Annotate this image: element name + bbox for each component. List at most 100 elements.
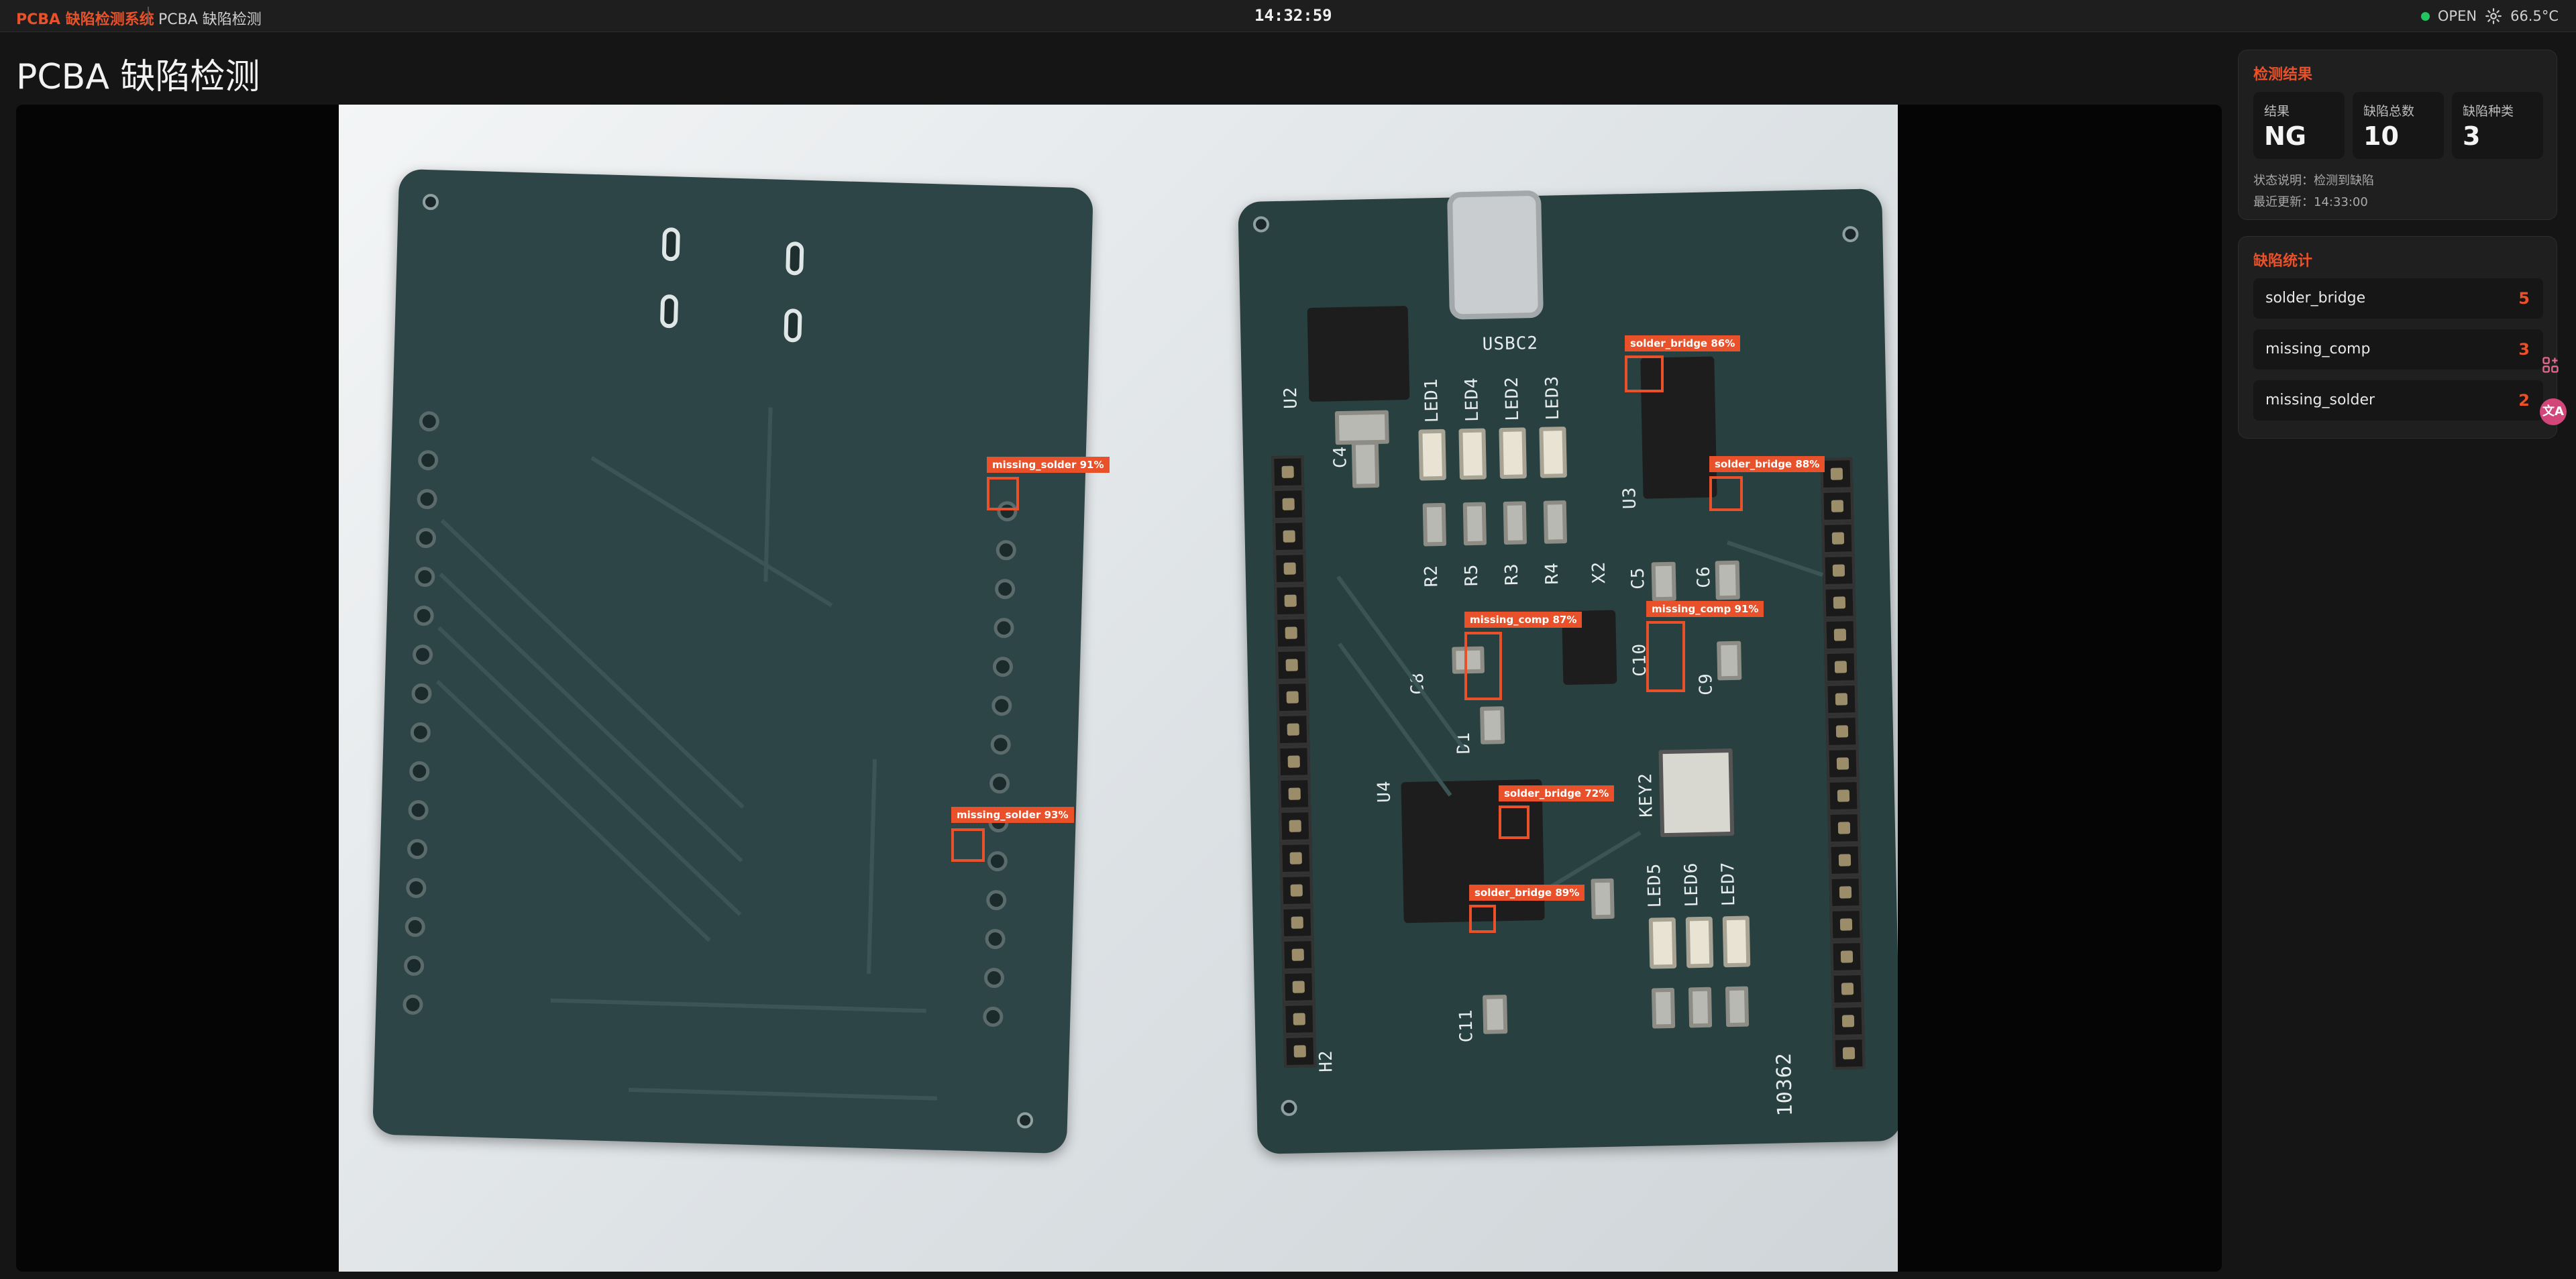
detection-box[interactable] [1464,632,1502,700]
resistor-r4 [1543,500,1567,544]
stats-panel: 缺陷统计 solder_bridge 5 missing_comp 3 miss… [2238,236,2557,439]
solder-pad [405,877,427,899]
solder-pad [994,578,1016,600]
header-pin [1828,843,1862,877]
detection-label[interactable]: missing_solder 91% [987,457,1110,473]
led5 [1648,917,1677,969]
solder-pad [417,449,439,471]
header-pin [1275,616,1308,650]
usb-slot [659,294,679,329]
header-pin [1281,938,1315,972]
apps-icon[interactable] [2541,355,2560,374]
solder-pad [982,1006,1004,1027]
solder-pad [991,695,1012,716]
app-brand[interactable]: PCBA 缺陷检测系统 [16,11,154,28]
led7 [1722,915,1751,968]
result-panel: 检测结果 结果 NG 缺陷总数 10 缺陷种类 3 状态说明：检测到缺陷 最近更… [2238,50,2557,220]
pcb-board-front: USBC2 U2 C4 H2 [1238,188,1898,1154]
silk-led4: LED4 [1461,377,1483,423]
stat-name: missing_solder [2265,392,2375,408]
detection-label[interactable]: missing_solder 93% [951,807,1074,823]
silk-serial: 10362 [1772,1052,1797,1117]
solder-pad [402,994,423,1015]
header-pin [1822,554,1856,588]
metric-result-value: NG [2264,121,2306,151]
solder-pad [414,566,435,588]
detection-label[interactable]: solder_bridge 88% [1709,456,1825,472]
breadcrumb-separator [148,7,149,24]
stat-name: missing_comp [2265,341,2371,357]
detection-box[interactable] [1625,355,1664,392]
detection-box[interactable] [987,477,1019,510]
stat-row-missing-comp[interactable]: missing_comp 3 [2253,329,2543,370]
breadcrumb[interactable]: PCBA 缺陷检测 [158,11,262,28]
header-pin [1281,906,1314,940]
solder-pad [985,889,1007,911]
silk-u2: U2 [1281,386,1301,409]
detection-box[interactable] [951,828,985,862]
silk-led3: LED3 [1542,375,1564,421]
header-pin [1276,681,1309,714]
header-pin [1827,811,1861,844]
silk-led2: LED2 [1501,376,1523,422]
led1 [1418,429,1446,481]
detection-box[interactable] [1499,805,1529,839]
stat-count: 5 [2518,289,2530,308]
connection-status: OPEN [2437,8,2477,24]
solder-pad [417,488,437,510]
status-area: OPEN 66.5°C [2420,6,2559,26]
metric-types-value: 3 [2463,121,2481,151]
solder-pad [994,617,1014,638]
pcb-trace [629,1087,938,1101]
silk-c6: C6 [1693,565,1715,589]
led3 [1539,427,1567,478]
solder-pad [983,967,1005,989]
detection-box[interactable] [1646,621,1685,692]
mount-hole-icon [1842,225,1859,243]
header-pin [1272,488,1305,521]
resistor-r2 [1422,502,1447,547]
silk-key2: KEY2 [1635,772,1657,818]
metric-result-label: 结果 [2264,104,2290,119]
header-pin [1823,586,1856,620]
usb-slot [784,308,802,343]
resistor-r5 [1462,502,1487,546]
pcb-trace [763,407,773,582]
header-pin [1279,810,1312,843]
led2 [1499,427,1527,480]
led6 [1685,916,1714,968]
detection-box[interactable] [1709,476,1743,511]
detection-label[interactable]: solder_bridge 72% [1499,785,1615,801]
solder-pad [409,761,430,782]
clock: 14:32:59 [1254,6,1332,25]
header-pin [1825,715,1859,748]
header-pin [1827,779,1860,812]
header-pin [1271,455,1305,489]
resistor-r7 [1688,987,1713,1028]
silk-r5: R5 [1461,563,1483,587]
detection-box[interactable] [1469,905,1496,933]
silk-u4: U4 [1374,780,1395,803]
detection-label[interactable]: missing_comp 87% [1464,612,1582,628]
detection-label[interactable]: solder_bridge 89% [1469,885,1585,901]
stat-row-missing-solder[interactable]: missing_solder 2 [2253,380,2543,421]
usb-slot [786,241,804,276]
detection-label[interactable]: solder_bridge 86% [1625,335,1741,351]
solder-pad [992,656,1014,677]
pcb-trace [435,679,711,942]
capacitor-c11 [1483,995,1508,1034]
image-viewer[interactable]: USBC2 U2 C4 H2 [16,105,2222,1272]
pcb-trace [440,518,745,809]
capacitor-c6 [1715,560,1740,600]
capacitor-c4 [1351,440,1380,488]
inspection-image[interactable]: USBC2 U2 C4 H2 [339,105,1898,1272]
metric-types-label: 缺陷种类 [2463,104,2514,119]
header-pin [1283,1035,1317,1068]
gear-icon[interactable] [2485,7,2502,25]
translate-icon[interactable]: 文A [2540,398,2567,425]
stat-row-solder-bridge[interactable]: solder_bridge 5 [2253,278,2543,319]
metric-total-value: 10 [2363,121,2399,151]
detection-label[interactable]: missing_comp 91% [1646,601,1764,617]
regulator-tab [1334,410,1389,445]
solder-pad [419,410,440,432]
